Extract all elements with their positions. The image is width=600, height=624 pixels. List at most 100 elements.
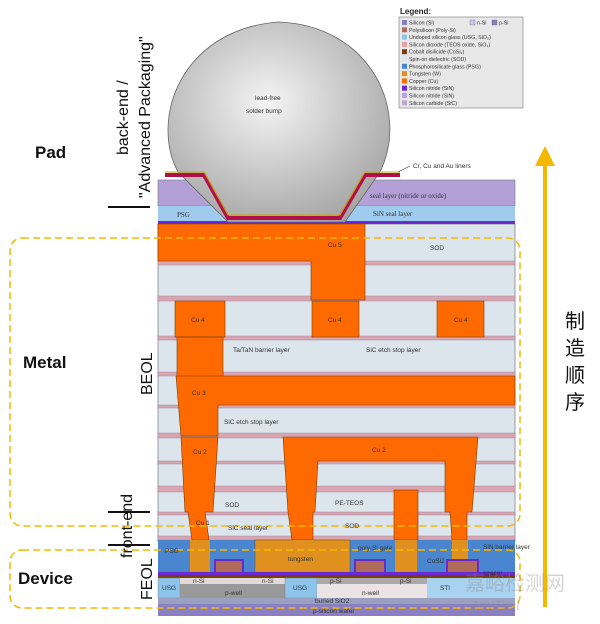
buried-oxide [158, 598, 515, 604]
metal-label: Metal [23, 353, 66, 372]
sin-barrier-label: SiN barrier layer [483, 544, 531, 551]
tungsten-label: tungsten [288, 556, 313, 563]
usg-label: USG [162, 585, 176, 592]
seal-layer-label: seal layer (nitride or oxide) [370, 192, 447, 200]
sin-seal-layer [158, 221, 515, 224]
sin-seal-label: SiN seal layer [373, 210, 413, 218]
legend-item: Cobalt disilicide (CoSi₂) [409, 50, 465, 56]
pad-label: Pad [35, 143, 66, 162]
legend-item: Polysilicon (Poly-Si) [409, 28, 456, 34]
cu4-right [436, 300, 485, 338]
psi2-label: p-Si [400, 578, 412, 585]
frontend-label: front-end [119, 494, 136, 558]
buried-label: buried SiO2 [315, 598, 350, 605]
solder-bump [167, 21, 391, 223]
wafer-label: p-silicon wafer [313, 608, 355, 615]
feol-label: FEOL [139, 558, 156, 600]
legend-swatch [402, 34, 407, 40]
cosi-label: CoSi2 [427, 558, 445, 565]
cu4-label-left: Cu 4 [191, 317, 205, 324]
legend-swatch [402, 63, 407, 69]
legend: Legend: Silicon (Si)Polysilicon (Poly-Si… [398, 7, 524, 109]
legend-item: Undoped silicon glass (USG, SiO₂) [409, 35, 491, 41]
psg-label: PSG [177, 211, 190, 219]
cu3-label: Cu 3 [192, 390, 206, 397]
sod2-label: SOD [225, 502, 239, 509]
legend-item: Tungsten (W) [409, 72, 441, 78]
legend-item: Silicon nitride (SiN) [409, 86, 454, 92]
sic-seal-label: SiC seal layer [228, 525, 269, 532]
cu5 [157, 223, 366, 301]
legend-swatch [402, 56, 407, 62]
bump-label-2: solder bump [246, 108, 282, 115]
beol-label: BEOL [139, 352, 156, 395]
sic-etch-label: SiC etch stop layer [366, 347, 421, 354]
nwell-label: n-well [362, 590, 380, 597]
copper-interconnects [157, 223, 516, 541]
legend-swatch [402, 85, 407, 91]
cu1-via [393, 489, 419, 541]
legend-swatch [402, 41, 407, 47]
legend-nsi: n-Si [477, 21, 486, 27]
liners-label: Cr, Cu and Au liners [413, 163, 472, 170]
cu2-label-left: Cu 2 [193, 449, 207, 456]
psi-label: p-Si [330, 578, 342, 585]
cu3 [175, 375, 516, 437]
sic-etch-label-2: SiC etch stop layer [224, 419, 279, 426]
legend-swatch [402, 71, 407, 77]
sod-label: SOD [430, 245, 444, 252]
legend-item: Silicon (Si) [409, 21, 435, 27]
legend-swatch [402, 49, 407, 55]
cu4-via [176, 336, 224, 378]
psg2-label: PSG [165, 548, 179, 555]
sti [427, 578, 515, 598]
svg-text:顺: 顺 [565, 365, 585, 387]
cu4-label-mid: Cu 4 [328, 317, 342, 324]
process-order-arrow [535, 146, 555, 607]
legend-item: Phosphorosilicate glass (PSG) [409, 64, 481, 70]
legend-item: Silicon carbide (SiC) [409, 101, 457, 107]
backend-label: back-end / [115, 80, 132, 155]
svg-text:嘉峪检测网: 嘉峪检测网 [465, 572, 565, 595]
wafer [158, 604, 515, 616]
pe-teos-label: PE-TEOS [335, 500, 364, 507]
nsi2-label: n-Si [262, 578, 274, 585]
svg-text:Legend:: Legend: [400, 7, 431, 16]
cu2-label-right: Cu 2 [372, 447, 386, 454]
barrier-label: Ta/TaN barrier layer [233, 347, 291, 354]
device-region-outline [9, 549, 521, 609]
nsi-label: n-Si [193, 578, 205, 585]
spacer-label: spacer [483, 570, 503, 577]
pwell-label: p-well [225, 590, 243, 597]
svg-text:造: 造 [565, 337, 585, 360]
legend-swatch [402, 93, 407, 98]
device-label: Device [18, 569, 73, 588]
svg-text:AnyTest: AnyTest [469, 597, 521, 613]
legend-item: Silicon nitride (SiN) [409, 94, 454, 100]
sod3-label: SOD [345, 523, 359, 530]
legend-item: Copper (Cu) [409, 79, 438, 85]
bump-label-1: lead-free [255, 95, 281, 102]
cu4-mid [311, 300, 360, 338]
legend-psi: p-Si [499, 21, 508, 27]
cu1-label: Cu 1 [196, 520, 210, 527]
metal-region-outline [9, 237, 521, 527]
legend-swatch [402, 20, 407, 25]
advanced-packaging-label: "Advanced Packaging" [137, 36, 154, 198]
legend-item: Silicon dioxide (TEOS oxide, SiO₂) [409, 42, 490, 48]
svg-text:制: 制 [565, 310, 585, 333]
usg2-label: USG [293, 585, 307, 592]
watermark: 嘉峪检测网 AnyTest [465, 572, 565, 613]
cu5-label: Cu 5 [328, 242, 342, 249]
legend-swatch [402, 27, 407, 33]
sti-label: STI [440, 585, 450, 592]
legend-swatch [402, 78, 407, 84]
gate-label: poly-Si gate [358, 545, 393, 552]
cu4-label-right: Cu 4 [454, 317, 468, 324]
legend-swatch [402, 100, 407, 106]
device-layer [157, 539, 515, 616]
process-order-label: 制 造 顺 序 [565, 310, 585, 414]
legend-item: Spin-on dielectric (SOD) [409, 57, 466, 63]
